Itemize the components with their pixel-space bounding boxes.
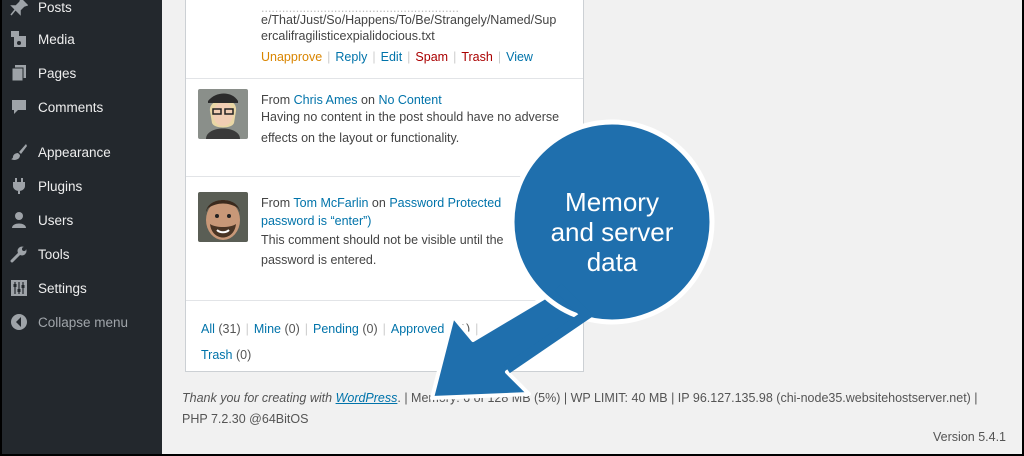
filter-count: (31) xyxy=(447,322,471,336)
post-link[interactable]: Password Protected xyxy=(389,196,502,210)
edit-link[interactable]: Edit xyxy=(380,50,403,64)
sidebar-item-comments[interactable]: Comments xyxy=(2,90,162,124)
plugin-icon xyxy=(9,177,29,195)
sidebar-item-users[interactable]: Users xyxy=(2,203,162,237)
comment-body-line: This comment should not be visible until… xyxy=(261,233,504,247)
sidebar-item-label: Comments xyxy=(38,99,104,115)
comment-divider xyxy=(186,176,583,177)
sidebar-item-pages[interactable]: Pages xyxy=(2,56,162,90)
avatar xyxy=(198,89,248,139)
unapprove-link[interactable]: Unapprove xyxy=(261,50,323,64)
wordpress-link[interactable]: WordPress xyxy=(335,391,398,405)
filter-count: (0) xyxy=(235,348,252,362)
comment-icon xyxy=(9,98,29,116)
filter-count: (31) xyxy=(218,322,241,336)
comment-row-actions: Unapprove|Reply|Edit|Spam|Trash|View xyxy=(261,50,533,64)
sidebar-item-label: Appearance xyxy=(38,144,111,160)
sidebar-item-label: Posts xyxy=(38,0,72,15)
comment-meta: From Tom McFarlin on Password Protected xyxy=(261,193,501,214)
trash-link[interactable]: Trash xyxy=(461,50,493,64)
author-link[interactable]: Tom McFarlin xyxy=(293,196,369,210)
sidebar-item-plugins[interactable]: Plugins xyxy=(2,169,162,203)
filter-trash[interactable]: Trash xyxy=(201,348,233,362)
on-label: on xyxy=(361,93,375,107)
footer-thanks: Thank you for creating with xyxy=(182,391,333,405)
comment-text-line: ercalifragilisticexpialidocious.txt xyxy=(261,29,435,43)
sidebar-item-appearance[interactable]: Appearance xyxy=(2,135,162,169)
sidebar-item-label: Tools xyxy=(38,246,70,262)
view-link[interactable]: View xyxy=(506,50,533,64)
panel-divider xyxy=(186,300,583,301)
server-stats: . | Memory: 6 of 128 MB (5%) | WP LIMIT:… xyxy=(397,391,978,405)
reply-link[interactable]: Reply xyxy=(335,50,368,64)
collapse-menu-button[interactable]: Collapse menu xyxy=(2,305,162,339)
collapse-icon xyxy=(9,313,29,331)
admin-footer: Thank you for creating with WordPress. |… xyxy=(182,388,1002,430)
user-icon xyxy=(9,211,29,229)
post-link[interactable]: No Content xyxy=(378,93,442,107)
wrench-icon xyxy=(9,245,29,263)
comment-body: Having no content in the post should hav… xyxy=(261,110,560,145)
pin-icon xyxy=(9,0,29,16)
callout-line: Memory xyxy=(565,187,659,217)
filter-count: (0) xyxy=(513,322,529,336)
comment-meta: From Chris Ames on No Content xyxy=(261,90,442,111)
filter-mine[interactable]: Mine xyxy=(253,322,281,336)
sidebar-item-tools[interactable]: Tools xyxy=(2,237,162,271)
on-label: on xyxy=(371,196,386,210)
admin-sidebar: Posts Media Pages Comments Appearance xyxy=(2,0,162,454)
sidebar-item-media[interactable]: Media xyxy=(2,22,162,56)
php-info: PHP 7.2.30 @64BitOS xyxy=(182,412,309,426)
filter-pending[interactable]: Pending xyxy=(312,322,359,336)
wp-version: Version 5.4.1 xyxy=(933,430,1006,444)
sidebar-item-settings[interactable]: Settings xyxy=(2,271,162,305)
callout-line: and server xyxy=(550,217,674,247)
sidebar-item-label: Users xyxy=(38,212,74,228)
settings-icon xyxy=(9,279,29,297)
comment-body-line: password is entered. xyxy=(261,253,377,267)
sidebar-item-label: Plugins xyxy=(38,178,83,194)
sidebar-item-label: Media xyxy=(38,31,75,47)
brush-icon xyxy=(9,143,29,161)
sidebar-item-label: Pages xyxy=(38,65,77,81)
sidebar-item-label: Collapse menu xyxy=(38,314,129,330)
pages-icon xyxy=(9,64,29,82)
avatar xyxy=(198,192,248,242)
media-icon xyxy=(9,30,29,48)
filter-approved[interactable]: Approved xyxy=(390,322,445,336)
sidebar-item-label: Settings xyxy=(38,280,87,296)
post-link-continued[interactable]: password is “enter”) xyxy=(261,214,372,228)
callout-label: Memory and server data xyxy=(537,187,687,277)
author-link[interactable]: Chris Ames xyxy=(293,93,358,107)
spam-link[interactable]: Spam xyxy=(415,50,449,64)
filter-count: (0) xyxy=(362,322,378,336)
from-label: From xyxy=(261,196,291,210)
recent-comments-panel: ........................................… xyxy=(185,0,584,372)
comment-divider xyxy=(186,78,583,79)
filter-count: (0) xyxy=(284,322,300,336)
comment-filters: All (31)|Mine (0)|Pending (0)|Approved (… xyxy=(201,322,529,362)
comment-text-line: e/That/Just/So/Happens/To/Be/Strangely/N… xyxy=(261,13,557,27)
filter-all[interactable]: All xyxy=(201,322,215,336)
callout-line: data xyxy=(586,247,638,277)
cropped-text-fragment: ........................................… xyxy=(261,1,459,15)
from-label: From xyxy=(261,93,291,107)
sidebar-item-posts[interactable]: Posts xyxy=(2,0,162,24)
